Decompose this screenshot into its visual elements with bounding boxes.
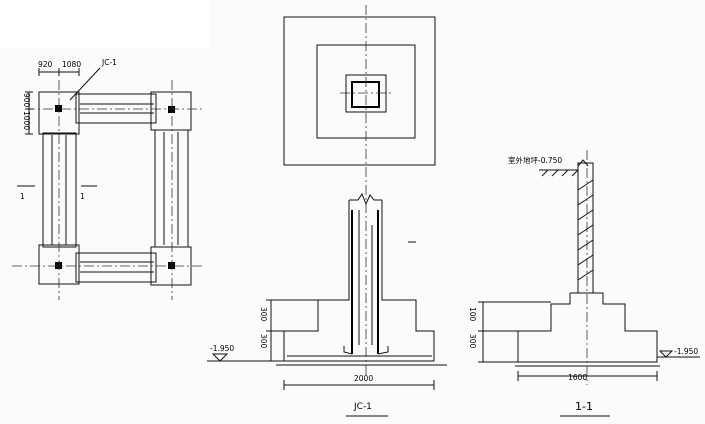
jc1-section: 300 300 -1.950 2000 JC-1	[207, 185, 447, 417]
column-bottom-left	[55, 262, 62, 269]
dim-100: 100	[468, 307, 477, 322]
section-number: 1	[20, 192, 25, 201]
footing-outline	[283, 16, 436, 166]
label-jc1: JC-1	[101, 58, 117, 67]
tie-beam-left	[42, 132, 77, 248]
section-1-1: 室外地坪-0.750 100 300 1600 -1.950 1-1	[468, 150, 700, 417]
column-section	[351, 81, 380, 108]
section-title: JC-1	[353, 402, 372, 412]
footing-section-outline	[283, 200, 435, 362]
leader-line	[69, 67, 101, 101]
column-top-right	[168, 106, 175, 113]
section-title: 1-1	[575, 400, 593, 413]
ground-level-label: 室外地坪-0.750	[508, 155, 562, 165]
dim-300: 300	[468, 334, 477, 349]
wall	[577, 162, 594, 294]
dim-300-upper: 300	[259, 307, 268, 322]
jc1-plan	[283, 5, 436, 185]
break-mark	[349, 192, 382, 206]
level-triangle	[658, 350, 674, 358]
column-top-left	[55, 105, 62, 112]
dim-1000: 1000	[22, 111, 31, 130]
footing-top-right	[150, 91, 192, 131]
tie-beam-bottom	[75, 252, 157, 283]
dim-1600: 1600	[568, 373, 587, 382]
section-number: 1	[80, 192, 85, 201]
footing-steps	[517, 292, 658, 363]
level-value: -1.950	[210, 344, 234, 353]
dim-300-lower: 300	[259, 334, 268, 349]
dim-920: 920	[38, 60, 53, 69]
tie-beam-right	[154, 129, 189, 248]
blank-area	[0, 0, 210, 48]
level-marker	[577, 159, 589, 167]
column-bottom-right	[168, 262, 175, 269]
foundation-plan: 920 1080 JC-1 900 1000 1 1	[12, 58, 205, 300]
dim-1080: 1080	[62, 60, 81, 69]
level-value: -1.950	[674, 347, 698, 356]
pedestal	[345, 74, 387, 113]
tie-beam-top	[75, 93, 157, 124]
dim-2000: 2000	[354, 374, 373, 383]
dim-900: 900	[22, 93, 31, 108]
level-triangle	[211, 353, 229, 362]
